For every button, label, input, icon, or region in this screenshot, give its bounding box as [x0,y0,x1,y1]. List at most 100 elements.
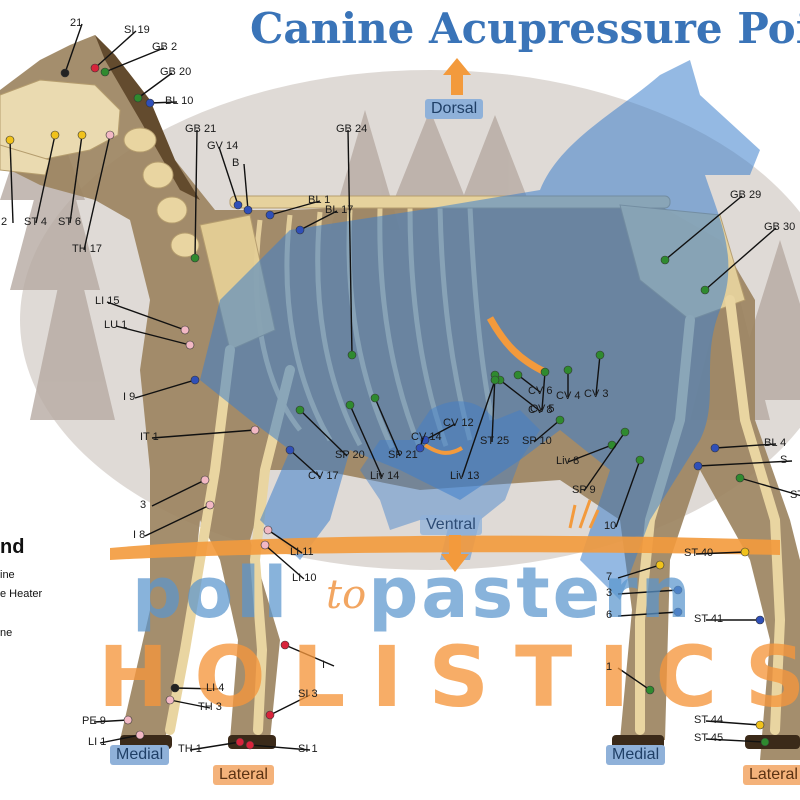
dorsal-arrow-icon [443,58,471,95]
leader-line [533,419,561,443]
orange-ground-strip [110,535,780,560]
leader-line [93,719,129,723]
acupoint-label: 10 [604,520,617,532]
acupoint-label: BL 17 [325,204,354,216]
leader-line [491,374,496,443]
leader-line [169,699,211,709]
leader-line [299,409,348,457]
leader-line [349,404,383,478]
leader-line [35,134,56,224]
acupoint-label: BL 4 [764,437,787,449]
acupoint-label: GB 2 [152,41,178,53]
acupoint-marker [710,443,720,453]
acupoint-label: SP 20 [335,449,365,461]
acupoint-label: CV 5 [530,403,555,415]
leader-line [595,354,601,396]
acupoint-marker [295,225,305,235]
leader-line [151,479,206,507]
acupoint-marker [105,130,115,140]
leader-line [106,301,186,331]
acupoint-marker [90,63,100,73]
leader-line [461,379,496,478]
acupoint-label: 21 [70,17,83,29]
grass-tufts [568,499,600,529]
leader-line [189,741,241,751]
acupoint-label: ST 40 [684,547,714,559]
leader-line [104,47,165,73]
acupoint-label: GB 20 [160,66,192,78]
acupoint-marker [135,730,145,740]
acupoint-label: CV 12 [443,417,474,429]
acupoint-marker [635,455,645,465]
legend-item: ine [0,569,15,581]
acupoint-marker [233,200,243,210]
leader-line [705,720,761,726]
leader-line [695,551,746,555]
acupoint-marker [123,715,133,725]
acupoint-label: 7 [606,571,613,583]
dorsal-label: Dorsal [425,99,484,119]
acupoint-label: I 8 [133,529,146,541]
acupoint-marker [740,547,750,557]
leader-line [243,163,249,211]
acupoint-marker [655,560,665,570]
leader-line [289,449,321,478]
legend-item: e Heater [0,588,43,600]
acupoint-marker [645,685,655,695]
brand-pastern: pastern [368,552,694,634]
leader-line [714,443,777,449]
leader-line [583,431,626,492]
acupoint-label: BL 1 [308,194,331,206]
acupoint-label: CV 17 [308,470,339,482]
acupoint-label: GB 30 [764,221,796,233]
acupoint-marker [170,683,180,693]
acupoint-label: CV 8 [528,404,553,416]
leader-line [267,529,303,554]
ventral-arrow-icon [441,535,469,572]
acupoint-label: LI 1 [88,736,107,748]
leader-line [617,667,651,691]
acupoint-label: SP 9 [572,484,596,496]
leader-line [617,589,679,595]
leader-line [615,459,641,528]
acupoint-marker [555,415,565,425]
brand-poll: poll [132,552,291,634]
acupoint-label: TH 3 [198,701,222,713]
acupoint-label: SP 10 [522,435,552,447]
acupoint-marker [693,461,703,471]
leader-line [94,30,137,69]
acupoint-label: I 9 [123,391,136,403]
brand-holistics: HOLISTICS [98,628,800,726]
acupoint-label: SP 21 [388,449,418,461]
leader-line [697,460,793,467]
acupoint-marker [5,135,15,145]
acupoint-label: ST 6 [58,216,82,228]
acupoint-marker [700,285,710,295]
leader-line [249,744,311,751]
acupoint-marker [180,325,190,335]
brand-to: to [326,572,367,618]
medial-label-left: Medial [110,745,170,765]
acupoint-label: LI 10 [292,572,317,584]
leader-line [137,72,173,99]
acupoint-marker [205,500,215,510]
leader-line [144,504,211,537]
acupoint-marker [165,695,175,705]
acupoint-marker [60,68,70,78]
acupoint-label: GB 29 [730,189,762,201]
leader-line [499,379,541,412]
leader-line [299,210,338,231]
acupoint-label: LI 11 [290,546,314,558]
acupoint-marker [100,67,110,77]
leader-line [115,325,191,346]
leader-line [617,611,679,617]
leader-line [541,371,546,411]
acupoint-label: 2 [1,216,8,228]
acupoint-label: LU 1 [104,319,128,331]
acupoint-label: 3 [140,499,147,511]
acupoint-label: Liv 8 [556,455,580,467]
acupoint-marker [265,210,275,220]
acupoint-marker [563,365,573,375]
acupoint-label: 6 [606,609,613,621]
